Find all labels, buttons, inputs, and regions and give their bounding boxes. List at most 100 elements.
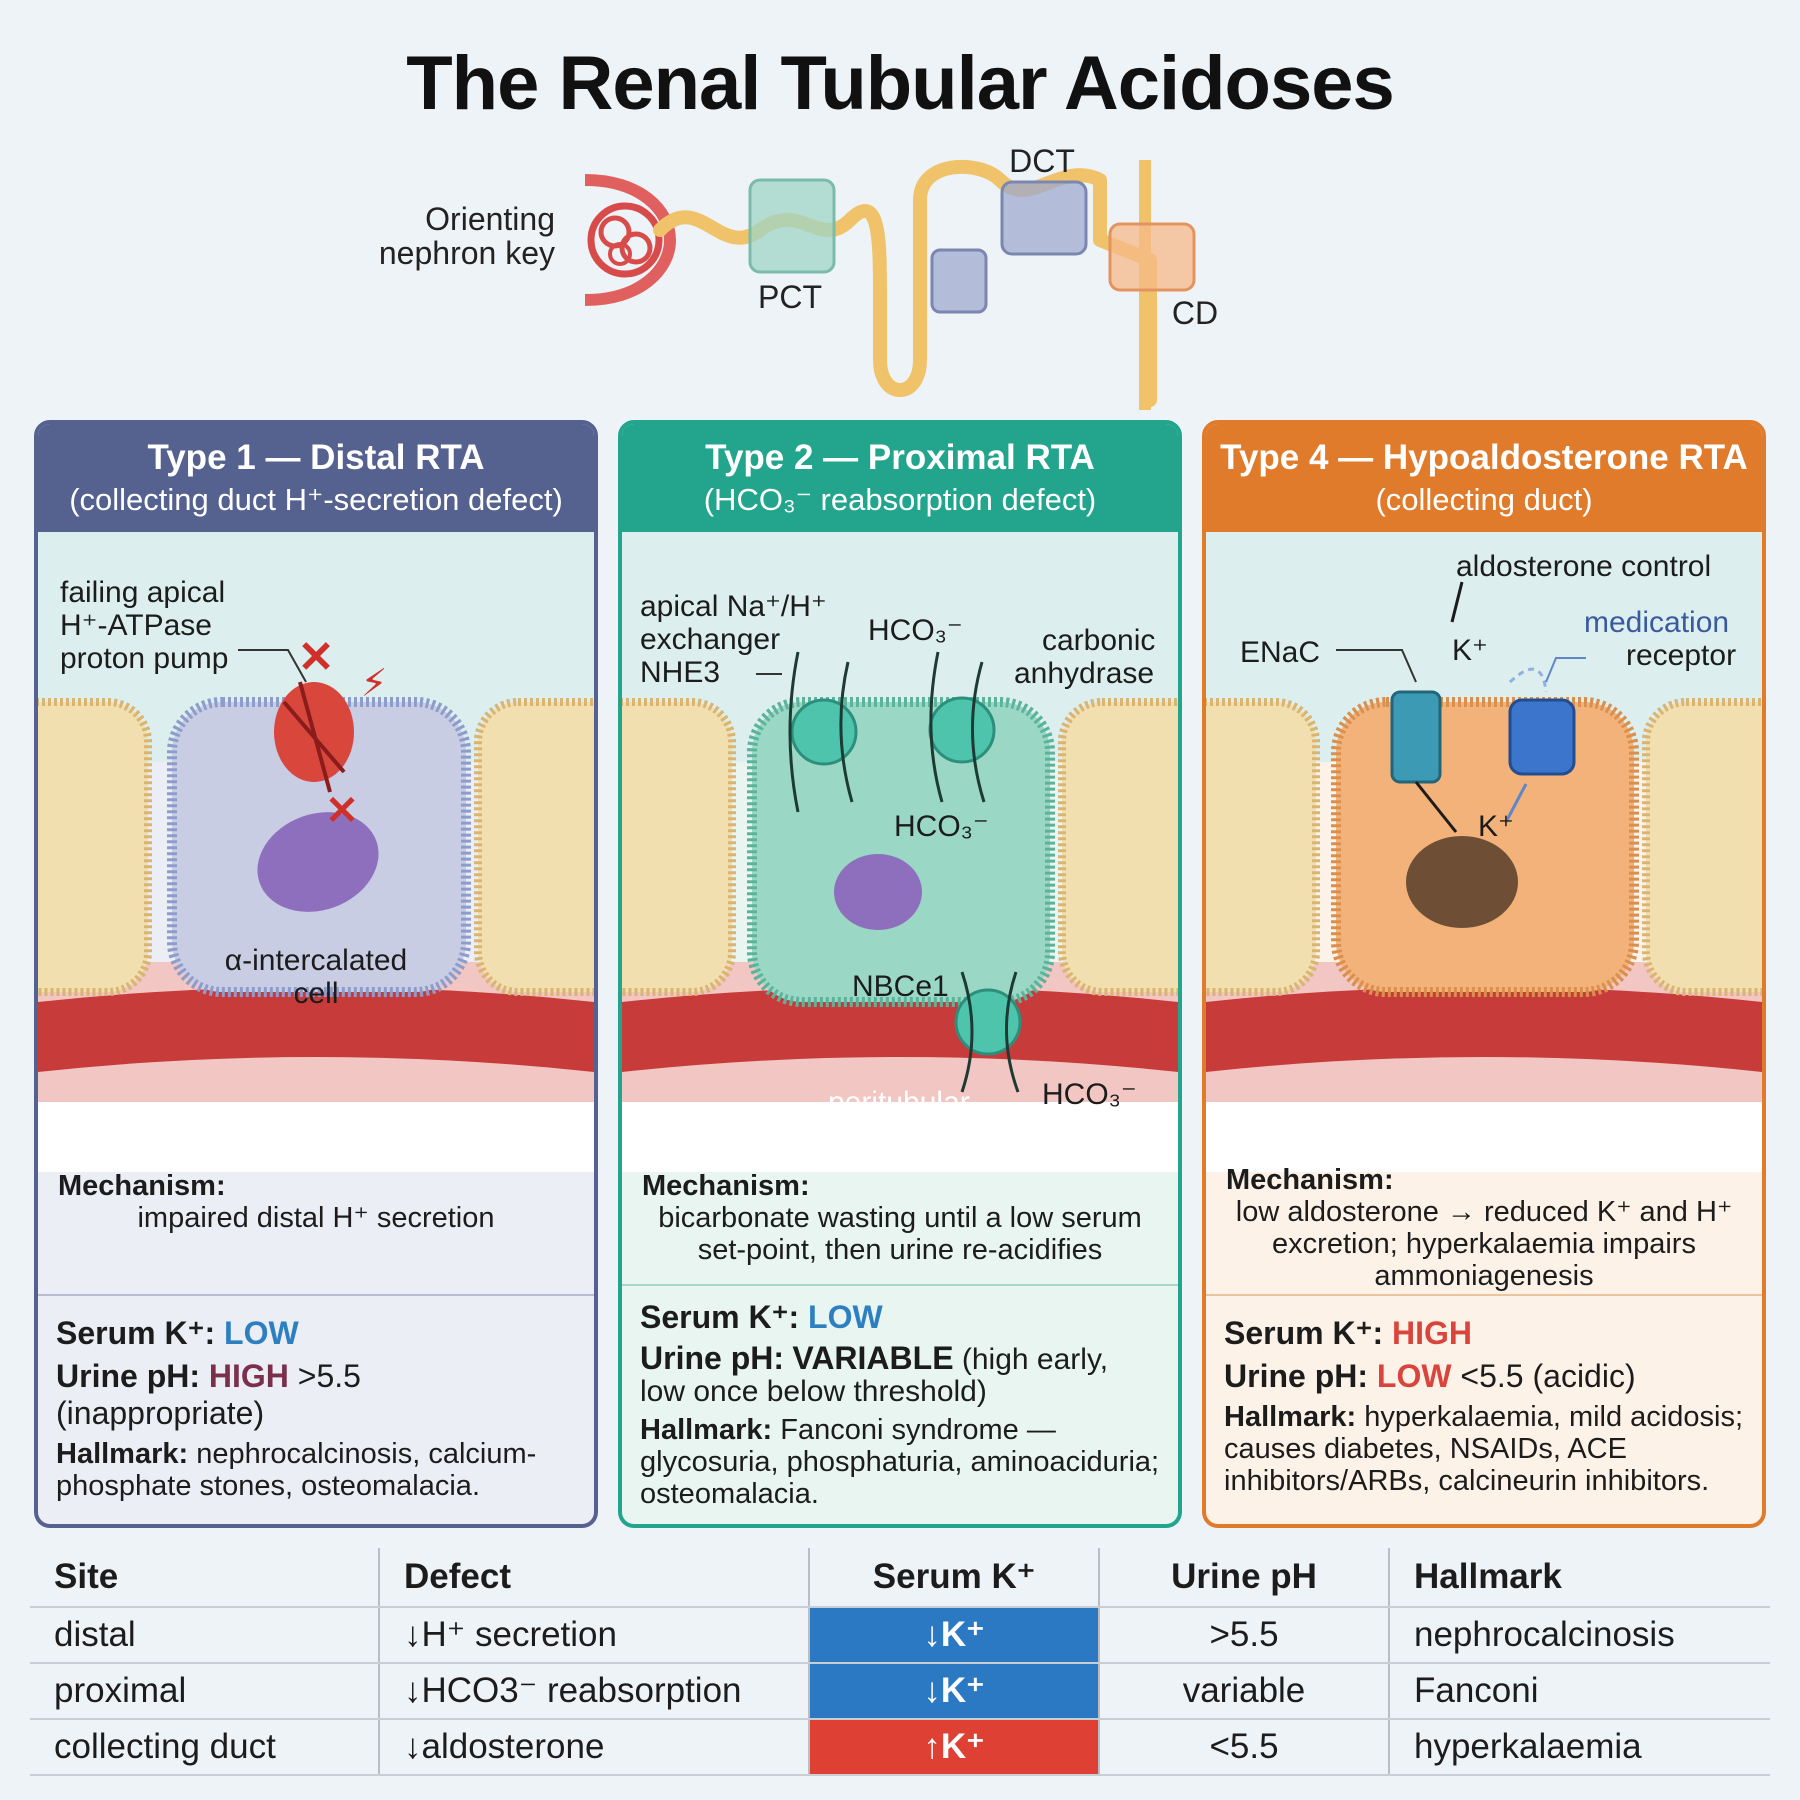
cell-defect: ↓aldosterone <box>378 1719 809 1776</box>
header-serum-k: Serum K⁺ <box>808 1548 1099 1608</box>
serum-label: Serum K⁺: <box>640 1299 800 1335</box>
mechanism-text: bicarbonate wasting until a low serum se… <box>658 1202 1142 1266</box>
cell-serum-k: ↑K⁺ <box>808 1719 1099 1776</box>
table-header-row: Site Defect Serum K⁺ Urine pH Hallmark <box>30 1548 1770 1608</box>
cd-label: CD <box>1172 295 1218 331</box>
nephron-key-label-line2: nephron key <box>379 235 555 271</box>
panel-type1-header: Type 1 — Distal RTA (collecting duct H⁺-… <box>38 424 594 532</box>
table-row: collecting duct ↓aldosterone ↑K⁺ <5.5 hy… <box>30 1719 1770 1776</box>
urine-label: Urine pH: <box>56 1358 200 1394</box>
nephron-key-diagram: Orienting nephron key PCT DCT CD <box>379 143 1218 410</box>
cell-urine-ph: >5.5 <box>1098 1607 1389 1664</box>
hallmark-text: nephrocalcinosis, calcium-phosphate ston… <box>56 1438 537 1502</box>
serum-label: Serum K⁺: <box>56 1315 216 1351</box>
exchanger-label-3: NHE3 <box>640 656 721 689</box>
cross-icon-lower: ✕ <box>325 789 359 833</box>
cell-hallmark: nephrocalcinosis <box>1388 1607 1770 1664</box>
panel-type1-mechanism: Mechanism: impaired distal H⁺ secretion <box>38 1170 594 1234</box>
type4-cell-illustration <box>1206 532 1762 1172</box>
header-urine-ph: Urine pH <box>1098 1548 1389 1608</box>
urine-detail: >5.5 (inappropriate) <box>56 1358 361 1431</box>
panel-type2-mechanism: Mechanism: bicarbonate wasting until a l… <box>622 1170 1178 1266</box>
nucleus-icon <box>1406 836 1518 928</box>
serum-label: Serum K⁺: <box>1224 1315 1384 1351</box>
cell-defect: ↓H⁺ secretion <box>378 1607 809 1664</box>
mechanism-heading: Mechanism: <box>642 1170 810 1202</box>
panel-type2: Type 2 — Proximal RTA (HCO₃⁻ reabsorptio… <box>618 420 1182 1528</box>
hco3-top-label: HCO₃⁻ <box>868 614 963 647</box>
panel-type4-header: Type 4 — Hypoaldosterone RTA (collecting… <box>1206 424 1762 532</box>
hco3-out-label: HCO₃⁻ <box>1042 1078 1137 1111</box>
cell-label-2: cell <box>293 977 339 1010</box>
cell-urine-ph: variable <box>1098 1663 1389 1720</box>
hallmark-label: Hallmark: <box>56 1438 189 1470</box>
pump-label-3: proton pump <box>60 642 229 675</box>
type1-cell-illustration: ✕ ✕ ⚡ <box>38 532 594 1172</box>
nephron-key-label-line1: Orienting <box>425 201 555 237</box>
pump-label-2: H⁺-ATPase <box>60 609 212 642</box>
pct-segment-box <box>748 178 836 274</box>
anhydrase-label-1: carbonic <box>1042 624 1156 657</box>
table-row: distal ↓H⁺ secretion ↓K⁺ >5.5 nephrocalc… <box>30 1607 1770 1664</box>
cell-label-1: α-intercalated <box>224 944 408 977</box>
panel-type2-header: Type 2 — Proximal RTA (HCO₃⁻ reabsorptio… <box>622 424 1178 532</box>
urine-label: Urine pH: <box>640 1340 784 1376</box>
cell-urine-ph: <5.5 <box>1098 1719 1389 1776</box>
panel-type1: Type 1 — Distal RTA (collecting duct H⁺-… <box>34 420 598 1528</box>
panel-type2-title: Type 2 — Proximal RTA <box>705 438 1095 477</box>
table-row: proximal ↓HCO3⁻ reabsorption ↓K⁺ variabl… <box>30 1663 1770 1720</box>
nucleus-icon <box>257 812 379 912</box>
serum-value: LOW <box>224 1315 299 1351</box>
hallmark-text: Fanconi syndrome — glycosuria, phosphatu… <box>640 1414 1160 1510</box>
header-hallmark: Hallmark <box>1388 1548 1770 1608</box>
mechanism-heading: Mechanism: <box>58 1170 226 1202</box>
exchanger-label-2: exchanger <box>640 623 781 656</box>
medication-label: medication <box>1584 606 1730 639</box>
cell-hallmark: Fanconi <box>1388 1663 1770 1720</box>
glomerulus-icon <box>584 174 677 306</box>
dct-label: DCT <box>1009 143 1075 179</box>
peritubular-label: peritubular <box>828 1086 970 1119</box>
summary-table: Site Defect Serum K⁺ Urine pH Hallmark d… <box>30 1548 1770 1776</box>
panel-type2-facts: Serum K⁺: LOW Urine pH: VARIABLE (high e… <box>622 1284 1178 1524</box>
panel-type4-subtitle: (collecting duct) <box>1375 482 1593 517</box>
lightning-icon: ⚡ <box>361 661 388 705</box>
hallmark-text: hyperkalaemia, mild acidosis; causes dia… <box>1224 1401 1744 1497</box>
nbce1-label: NBCe1 <box>852 970 949 1003</box>
nucleus-icon <box>834 854 922 930</box>
dct-segment-box <box>1000 180 1088 256</box>
panel-type1-subtitle: (collecting duct H⁺-secretion defect) <box>69 482 563 517</box>
urine-detail: (high early, low once below threshold) <box>640 1343 1109 1408</box>
serum-value: LOW <box>808 1299 883 1335</box>
panel-type1-facts: Serum K⁺: LOW Urine pH: HIGH >5.5 (inapp… <box>38 1294 594 1524</box>
mechanism-heading: Mechanism: <box>1226 1164 1394 1196</box>
receptor-icon <box>1508 698 1576 776</box>
panel-type1-title: Type 1 — Distal RTA <box>147 438 485 477</box>
pct-label: PCT <box>758 279 822 315</box>
cell-serum-k: ↓K⁺ <box>808 1663 1099 1720</box>
exchanger-label-1: apical Na⁺/H⁺ <box>640 590 827 623</box>
cell-hallmark: hyperkalaemia <box>1388 1719 1770 1776</box>
pump-label-1: failing apical <box>60 576 226 609</box>
header-site: Site <box>30 1548 379 1608</box>
urine-value: VARIABLE <box>792 1340 954 1376</box>
panel-type4-mechanism: Mechanism: low aldosterone → reduced K⁺ … <box>1206 1164 1762 1292</box>
mechanism-text: low aldosterone → reduced K⁺ and H⁺ excr… <box>1235 1196 1733 1292</box>
urine-value: HIGH <box>208 1358 289 1394</box>
enac-channel-icon <box>1390 690 1442 784</box>
carbonic-anhydrase-icon <box>928 696 996 764</box>
urine-label: Urine pH: <box>1224 1358 1368 1394</box>
urine-value: LOW <box>1376 1358 1452 1394</box>
hallmark-label: Hallmark: <box>640 1414 773 1446</box>
panel-type4: Type 4 — Hypoaldosterone RTA (collecting… <box>1202 420 1766 1528</box>
loop-segment-box <box>930 248 988 314</box>
panel-type4-title: Type 4 — Hypoaldosterone RTA <box>1220 438 1748 477</box>
header-defect: Defect <box>378 1548 809 1608</box>
cd-segment-box <box>1108 222 1196 292</box>
hco3-mid-label: HCO₃⁻ <box>894 810 989 843</box>
panel-type4-facts: Serum K⁺: HIGH Urine pH: LOW <5.5 (acidi… <box>1206 1294 1762 1524</box>
k-mid-label: K⁺ <box>1478 810 1514 843</box>
cell-site: proximal <box>30 1663 379 1720</box>
anhydrase-label-2: anhydrase <box>1014 657 1155 690</box>
cell-defect: ↓HCO3⁻ reabsorption <box>378 1663 809 1720</box>
